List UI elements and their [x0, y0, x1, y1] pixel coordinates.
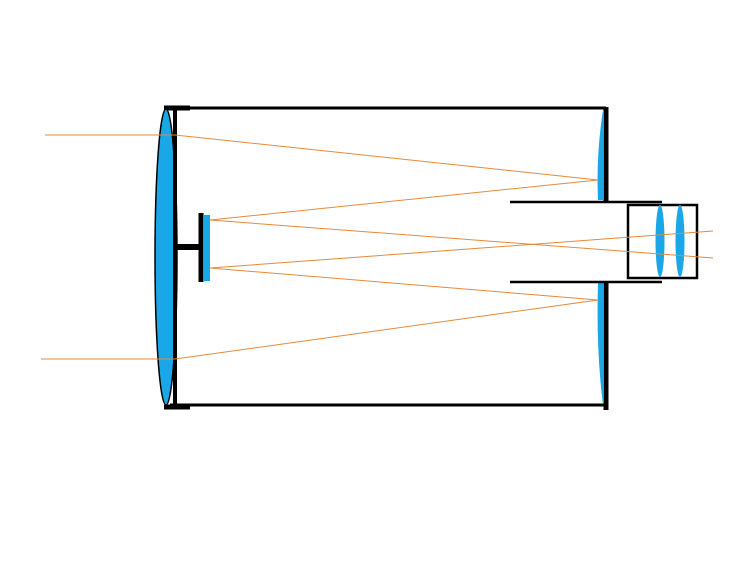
eyepiece-housing [626, 203, 699, 280]
secondary-mirror [204, 215, 210, 281]
telescope-tube [164, 105, 609, 410]
secondary-mirror-assembly [176, 213, 210, 282]
light-ray-lower [41, 230, 714, 360]
primary-mirror-upper-segment [597, 110, 603, 200]
primary-mirror-lower-segment [597, 283, 603, 405]
eyepiece-lens-1 [655, 205, 665, 277]
light-ray-upper [45, 134, 714, 259]
corrector-plate [154, 108, 178, 406]
light-rays [41, 134, 714, 360]
eyepiece-lens-2 [675, 205, 685, 277]
baffle-tube [510, 200, 662, 284]
eyepiece [626, 203, 699, 280]
primary-mirror [597, 110, 603, 405]
